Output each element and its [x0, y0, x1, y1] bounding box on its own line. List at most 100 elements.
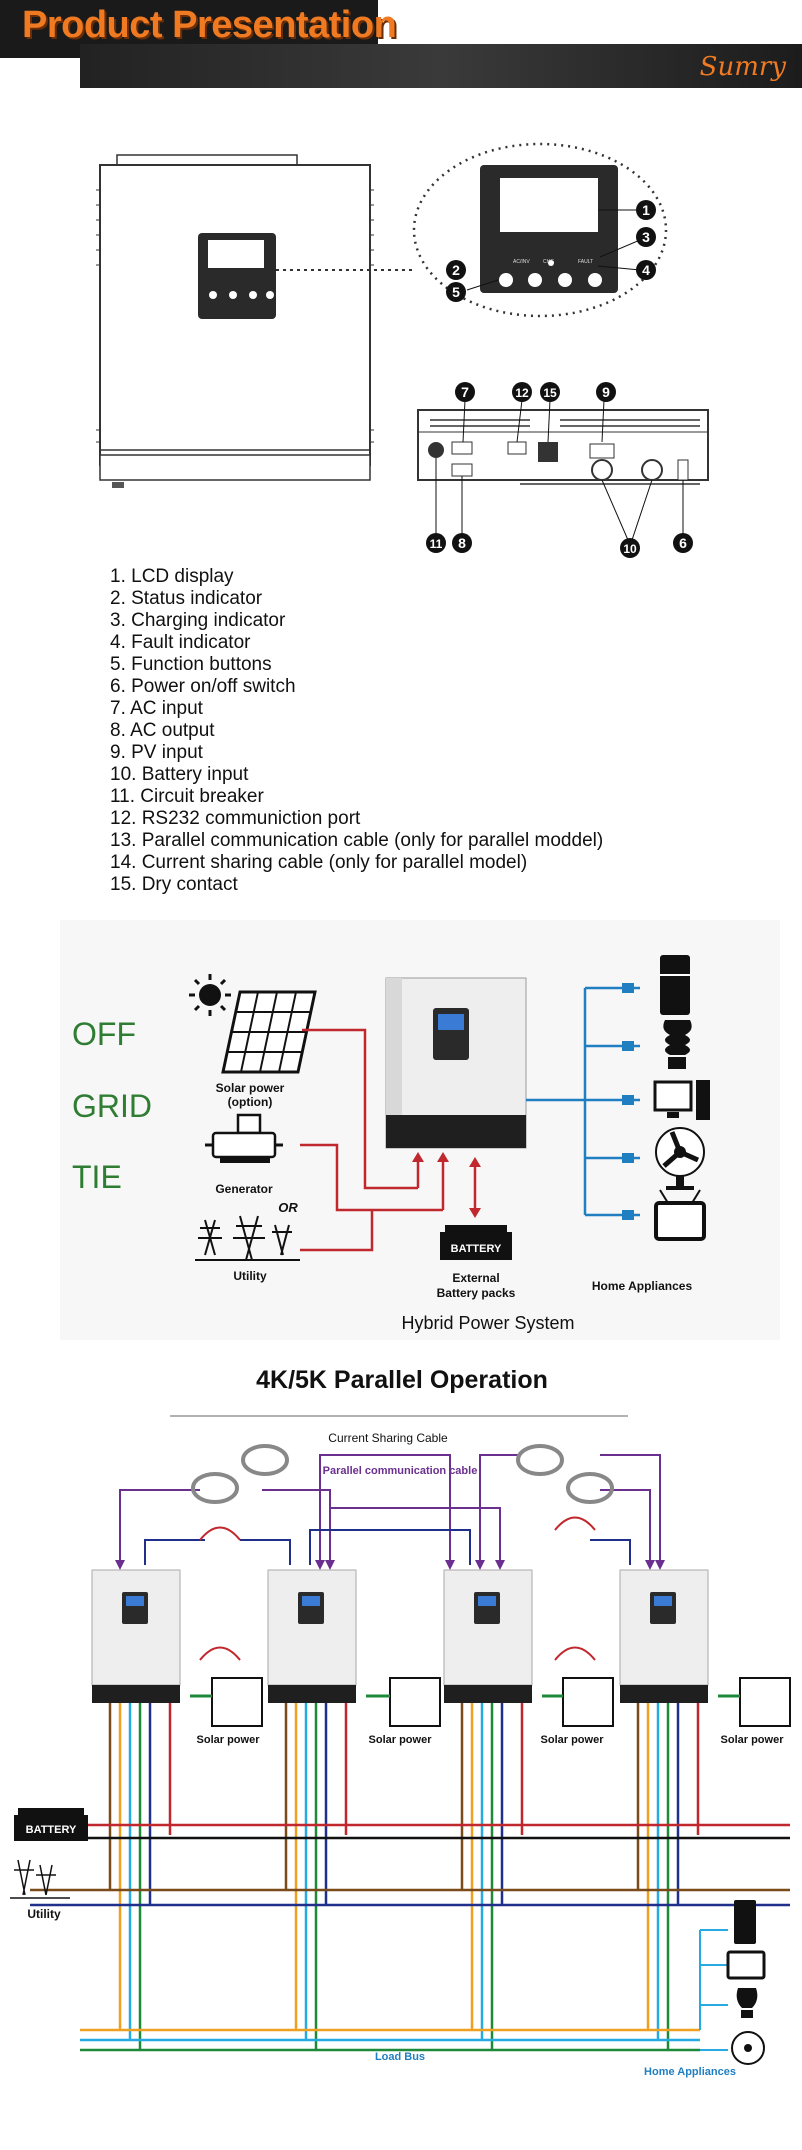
- callout-15: 15: [540, 382, 560, 443]
- parallel-diagram: 4K/5K Parallel Operation Current Sharing…: [10, 1366, 791, 2078]
- utility-pylon-icon: [10, 1859, 70, 1899]
- parallel-inverter-2: [267, 1569, 357, 1703]
- bulb-icon: [663, 1020, 692, 1069]
- side-word-grid: GRID: [72, 1088, 152, 1124]
- utility-label: Utility: [27, 1907, 61, 1921]
- battery-link-arrow: [469, 1157, 481, 1218]
- utility-label: Utility: [233, 1269, 267, 1283]
- battery-label: BATTERY: [26, 1824, 77, 1836]
- sharing-connector-icon: [199, 1516, 596, 1661]
- generator-label: Generator: [215, 1182, 273, 1196]
- svg-text:AC/INV: AC/INV: [513, 259, 530, 265]
- callout-9: 9: [596, 382, 616, 443]
- legend-item: 15. Dry contact: [110, 874, 238, 895]
- parallel-inverter-3: [443, 1569, 533, 1703]
- callout-1: 1: [598, 200, 656, 220]
- svg-text:11: 11: [430, 537, 443, 551]
- callout-2: 2: [446, 260, 466, 280]
- sun-icon: [189, 974, 231, 1016]
- legend-item: 10. Battery input: [110, 764, 249, 785]
- input-arrows: [412, 1152, 449, 1162]
- home-appliances-label: Home Appliances: [644, 2066, 736, 2078]
- solar-label: Solar power: [216, 1081, 285, 1095]
- tv-icon: [654, 1189, 706, 1241]
- parallel-title: 4K/5K Parallel Operation: [256, 1366, 548, 1394]
- header-banner: Product Presentation Sumry: [0, 0, 802, 92]
- utility-pylon-icon: [195, 1215, 300, 1261]
- or-label: OR: [278, 1200, 298, 1215]
- legend-item: 1. LCD display: [110, 566, 234, 587]
- battery-label: BATTERY: [451, 1243, 502, 1255]
- inverter-front-view: [96, 154, 374, 488]
- callout-7: 7: [455, 382, 475, 443]
- current-sharing-cables: [144, 1529, 631, 1565]
- callout-3: 3: [599, 227, 656, 258]
- parallel-comm-cables: [119, 1454, 661, 1565]
- svg-text:12: 12: [515, 386, 529, 400]
- legend-item: 6. Power on/off switch: [110, 676, 296, 697]
- legend-item: 4. Fault indicator: [110, 632, 251, 653]
- component-legend: 1. LCD display 2. Status indicator 3. Ch…: [110, 566, 603, 896]
- purple-arrowheads: [115, 1560, 665, 1570]
- callout-6: 6: [673, 480, 693, 553]
- solar-label: Solar power: [369, 1734, 433, 1746]
- fan-icon: [731, 2031, 765, 2065]
- battery-packs-label: Battery packs: [437, 1286, 516, 1300]
- svg-text:10: 10: [623, 542, 637, 556]
- plug-icons: [622, 983, 634, 1220]
- appliance-feed-wires: [699, 1929, 728, 2051]
- legend-item: 11. Circuit breaker: [110, 786, 264, 807]
- product-figure: AC/INV CHG FAULT 1 2 3 4 5 6 7 8 9 10 11…: [96, 142, 709, 558]
- svg-text:1: 1: [642, 202, 650, 218]
- battery-icon: [440, 1225, 512, 1260]
- callout-10: 10: [601, 479, 653, 558]
- callout-4: 4: [597, 260, 656, 280]
- callout-8: 8: [452, 476, 472, 553]
- svg-text:5: 5: [452, 284, 460, 300]
- side-word-tie: TIE: [72, 1159, 122, 1195]
- svg-text:9: 9: [602, 384, 610, 400]
- inverter-bottom-view: [417, 409, 709, 485]
- control-panel-zoom: AC/INV CHG FAULT: [480, 165, 618, 293]
- zoom-circle: [412, 142, 668, 318]
- legend-item: 7. AC input: [110, 698, 203, 719]
- parallel-inverter-4: [619, 1569, 709, 1703]
- brand-logo: Sumry: [699, 52, 786, 82]
- hybrid-inverter: [385, 977, 527, 1149]
- cable-icon: [191, 1444, 614, 1504]
- hybrid-caption: Hybrid Power System: [401, 1313, 574, 1333]
- solar-panel-icon: [211, 1677, 791, 1727]
- computer-icon: [653, 1080, 710, 1120]
- callout-5: 5: [446, 279, 499, 302]
- legend-item: 12. RS232 communiction port: [110, 808, 361, 829]
- legend-item: 5. Function buttons: [110, 654, 272, 675]
- parallel-inverter-1: [91, 1569, 181, 1703]
- svg-text:3: 3: [642, 229, 650, 245]
- svg-text:FAULT: FAULT: [578, 259, 593, 265]
- svg-text:4: 4: [642, 262, 650, 278]
- fridge-icon: [734, 1900, 756, 1944]
- hybrid-diagram: OFF GRID TIE Solar power (option) Genera…: [60, 920, 780, 1340]
- bulb-icon: [736, 1988, 758, 2018]
- banner-bar: [80, 44, 802, 88]
- page-title: Product Presentation: [22, 4, 397, 46]
- svg-text:6: 6: [679, 535, 687, 551]
- load-bus-label: Load Bus: [375, 2051, 425, 2063]
- battery-icon: [14, 1808, 88, 1841]
- callout-12: 12: [512, 382, 532, 443]
- svg-text:2: 2: [452, 262, 460, 278]
- home-appliances-label: Home Appliances: [592, 1279, 693, 1293]
- solar-option-label: (option): [228, 1095, 273, 1109]
- fridge-icon: [660, 955, 690, 1015]
- legend-item: 14. Current sharing cable (only for para…: [110, 852, 528, 873]
- inverter-drop-wires: [108, 1703, 700, 2050]
- legend-item: 2. Status indicator: [110, 588, 263, 609]
- solar-label: Solar power: [721, 1734, 785, 1746]
- callout-11: 11: [426, 458, 446, 553]
- legend-item: 8. AC output: [110, 720, 215, 741]
- svg-text:8: 8: [458, 535, 466, 551]
- generator-icon: [205, 1113, 283, 1163]
- tv-icon: [726, 1950, 766, 1980]
- svg-text:15: 15: [543, 386, 557, 400]
- solar-panel-icon: [221, 990, 317, 1074]
